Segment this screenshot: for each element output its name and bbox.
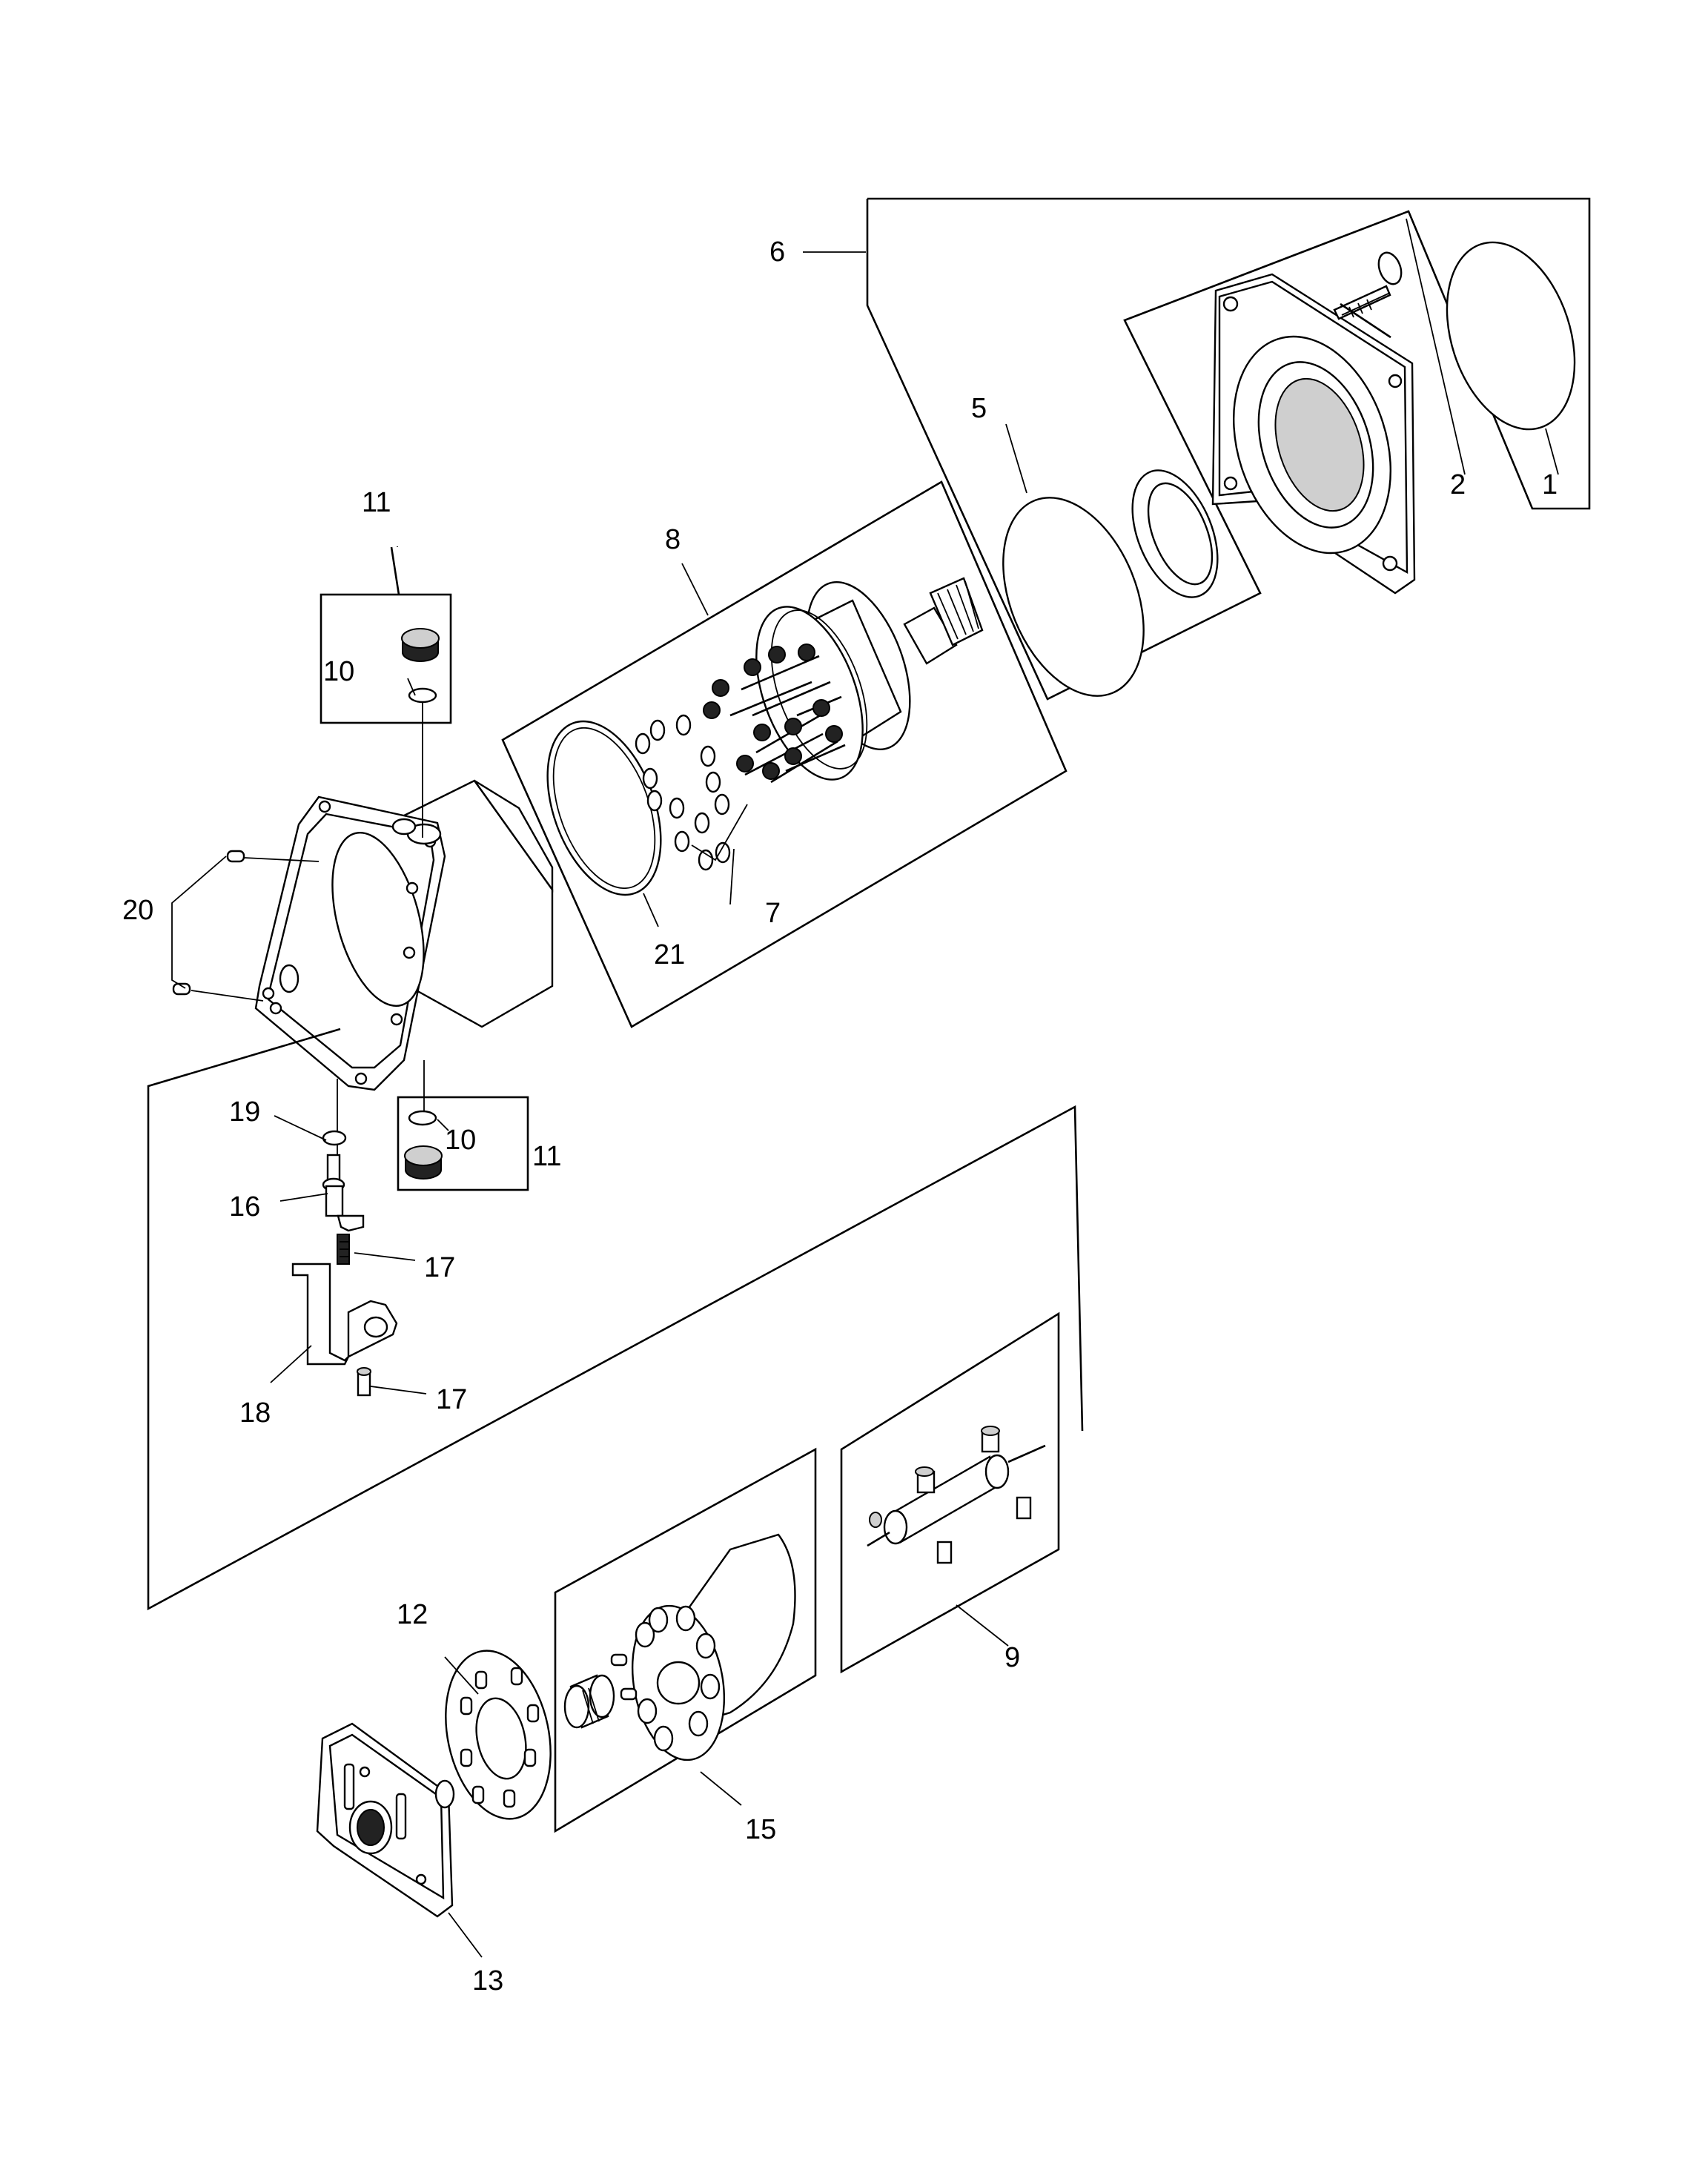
sensor-assembly bbox=[322, 1079, 365, 1265]
lower-kit-outline bbox=[147, 1028, 1084, 1611]
callout-9: 9 bbox=[1004, 1642, 1020, 1673]
callout-21: 21 bbox=[654, 939, 685, 970]
callout-20: 20 bbox=[122, 895, 153, 926]
part-12-valve-plate bbox=[445, 1650, 552, 1820]
callout-17-lower: 17 bbox=[436, 1384, 467, 1415]
part-20-pins bbox=[171, 850, 320, 1002]
part-1-seal bbox=[1446, 241, 1576, 431]
part-13-port-plate bbox=[316, 1722, 455, 1918]
motor-housing bbox=[254, 779, 554, 1091]
callout-6: 6 bbox=[769, 236, 785, 268]
group-9-outline bbox=[840, 1311, 1060, 1674]
callout-2: 2 bbox=[1450, 469, 1466, 500]
callout-16: 16 bbox=[229, 1191, 260, 1223]
callout-10-lower: 10 bbox=[445, 1125, 476, 1156]
part-18-bracket bbox=[291, 1263, 398, 1366]
kit-11-upper-outline bbox=[320, 546, 452, 838]
plug-upper bbox=[401, 628, 440, 704]
callout-19: 19 bbox=[229, 1096, 260, 1128]
screw-17b bbox=[357, 1367, 371, 1397]
callout-8: 8 bbox=[665, 524, 681, 555]
part-7-piston-rings bbox=[635, 714, 748, 871]
group-8-outline bbox=[501, 480, 1068, 1028]
callout-13: 13 bbox=[472, 1965, 503, 1996]
part-2-flange-housing bbox=[1211, 251, 1416, 595]
kit-11-lower-outline bbox=[397, 1060, 529, 1191]
rotating-group bbox=[703, 577, 984, 784]
callout-labels: 1 2 5 6 7 8 9 10 10 11 11 12 13 15 16 17… bbox=[122, 236, 1558, 1996]
callout-11-lower: 11 bbox=[532, 1141, 561, 1172]
part-21-ring bbox=[546, 720, 662, 896]
shaft-seal bbox=[1131, 469, 1219, 598]
callout-15: 15 bbox=[745, 1814, 776, 1845]
callout-7: 7 bbox=[765, 898, 781, 929]
group-15-cylinder-block bbox=[563, 1533, 796, 1761]
callout-11-upper: 11 bbox=[362, 487, 391, 518]
leader-lines bbox=[270, 218, 1559, 1958]
callout-17-upper: 17 bbox=[424, 1252, 455, 1283]
callout-10-upper: 10 bbox=[323, 656, 354, 687]
callout-18: 18 bbox=[239, 1397, 271, 1429]
callout-12: 12 bbox=[397, 1599, 428, 1630]
kit-6-outline bbox=[866, 197, 1591, 701]
callout-1: 1 bbox=[1542, 469, 1558, 500]
group-15-outline bbox=[554, 1447, 817, 1833]
callout-5: 5 bbox=[971, 393, 987, 424]
part-5-o-ring bbox=[1002, 497, 1145, 697]
plug-lower bbox=[404, 1110, 443, 1180]
group-9-cross-shaft bbox=[867, 1426, 1046, 1564]
